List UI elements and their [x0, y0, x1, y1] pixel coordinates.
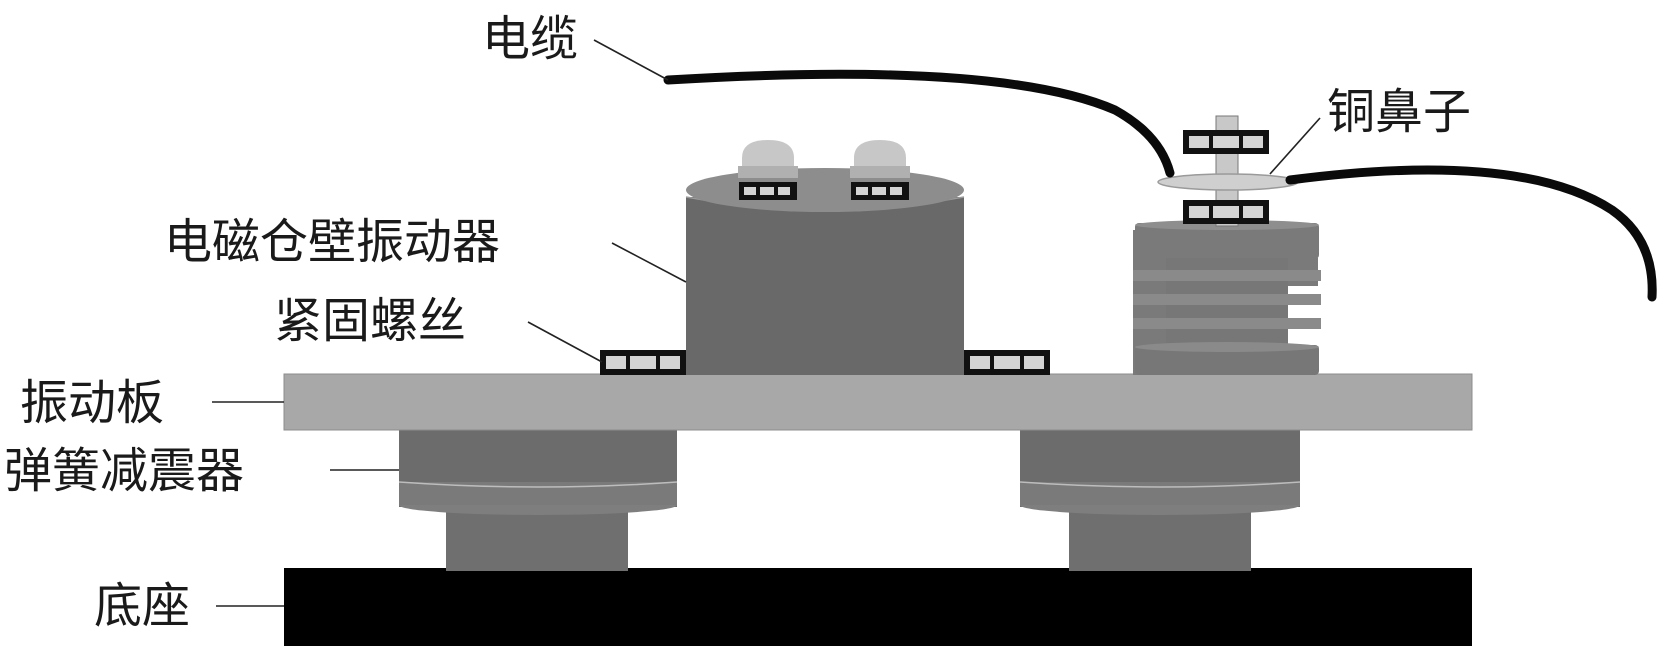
label-cable: 电缆 [482, 11, 578, 67]
terminal-column [1133, 115, 1321, 375]
vibrator-dome-right [850, 140, 910, 178]
vibrator-dome-left [738, 140, 798, 178]
leader-copper-lug [1269, 117, 1321, 175]
label-base: 底座 [94, 578, 190, 634]
leader-bolts [527, 321, 603, 363]
label-vibrator: 电磁仓壁振动器 [164, 214, 500, 270]
base-block [284, 568, 1472, 646]
vibration-plate [283, 373, 1473, 431]
cable-top [663, 69, 1175, 178]
spring-damper-left [398, 429, 678, 571]
spring-damper-right [1019, 429, 1301, 571]
label-damper: 弹簧减震器 [4, 443, 244, 499]
leader-vibrator [611, 242, 687, 283]
top-nut-right [851, 182, 909, 200]
fastening-bolt-right [964, 350, 1050, 375]
label-plate: 振动板 [20, 375, 164, 431]
copper-lug-washer [1157, 173, 1299, 191]
leader-cable [593, 39, 669, 81]
label-bolts: 紧固螺丝 [274, 293, 466, 349]
electromagnetic-vibrator [685, 140, 965, 375]
cable-right [1285, 165, 1657, 302]
fastening-bolt-left [600, 350, 686, 375]
top-nut-left [739, 182, 797, 200]
label-copper-lug: 铜鼻子 [1327, 84, 1471, 140]
